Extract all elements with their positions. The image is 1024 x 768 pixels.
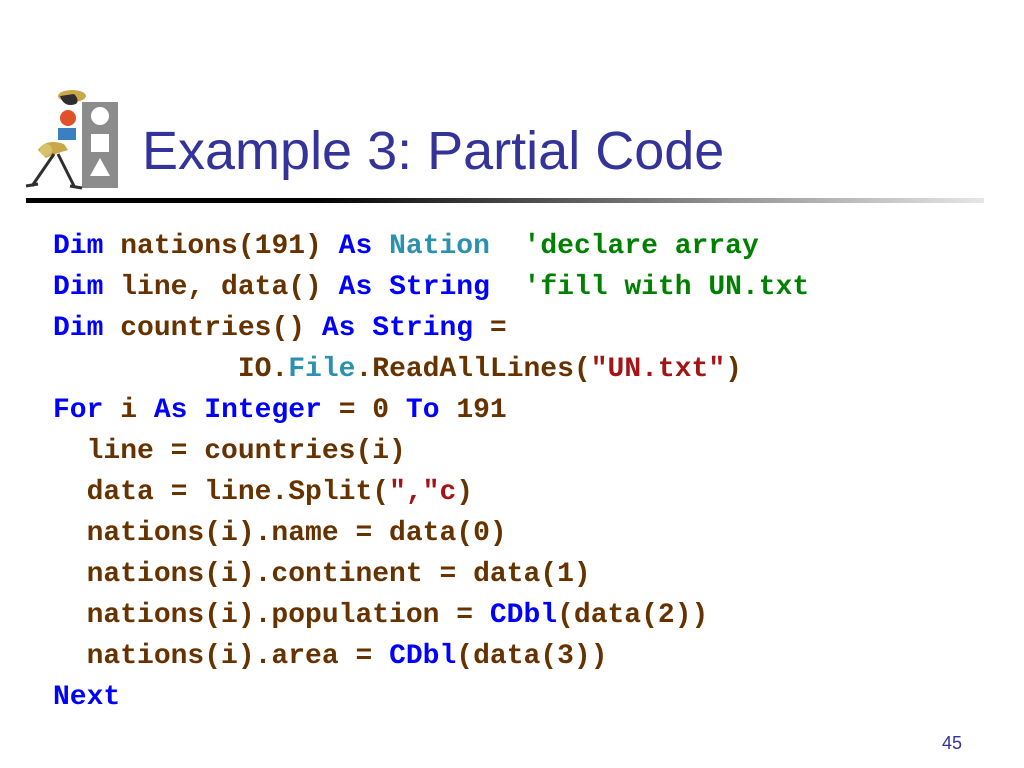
code-token xyxy=(187,395,204,426)
code-line: nations(i).name = data(0) xyxy=(53,513,809,554)
code-line: data = line.Split(","c) xyxy=(53,472,809,513)
clipart-figure-with-shapes-icon xyxy=(25,90,118,190)
code-token: File xyxy=(288,354,356,385)
code-line: Dim line, data() As String 'fill with UN… xyxy=(53,267,809,308)
code-line: nations(i).population = CDbl(data(2)) xyxy=(53,595,809,636)
code-token: 'declare array xyxy=(523,231,759,262)
code-token: As xyxy=(153,395,188,426)
code-token: line, data() xyxy=(103,272,339,303)
code-token: For xyxy=(53,395,104,426)
code-line: line = countries(i) xyxy=(53,431,809,472)
code-token: .ReadAllLines( xyxy=(355,354,591,385)
code-line: nations(i).continent = data(1) xyxy=(53,554,809,595)
code-token: ) xyxy=(456,477,474,508)
code-token: (data(3)) xyxy=(456,641,608,672)
code-token: Nation xyxy=(389,231,490,262)
code-token: nations(i).area = xyxy=(53,641,390,672)
title-divider xyxy=(26,198,984,203)
code-line: nations(i).area = CDbl(data(3)) xyxy=(53,636,809,677)
code-token: String xyxy=(389,272,490,303)
code-token xyxy=(355,313,372,344)
code-token: As xyxy=(321,313,356,344)
code-token xyxy=(372,231,389,262)
code-token: IO. xyxy=(53,354,289,385)
code-line: For i As Integer = 0 To 191 xyxy=(53,390,809,431)
code-token xyxy=(490,231,524,262)
code-token: ","c xyxy=(389,477,457,508)
code-token: (data(2)) xyxy=(557,600,709,631)
code-line: Next xyxy=(53,677,809,718)
code-token: Dim xyxy=(53,313,104,344)
code-line: Dim nations(191) As Nation 'declare arra… xyxy=(53,226,809,267)
code-line: IO.File.ReadAllLines("UN.txt") xyxy=(53,349,809,390)
code-token: nations(i).continent = data(1) xyxy=(53,559,591,590)
code-token: 'fill with UN.txt xyxy=(523,272,810,303)
code-token: ) xyxy=(725,354,742,385)
page-number: 45 xyxy=(941,733,962,753)
code-token: nations(i).name = data(0) xyxy=(53,518,507,549)
code-token: nations(191) xyxy=(103,231,339,262)
code-token: Next xyxy=(53,682,121,713)
code-token: countries() xyxy=(103,313,322,344)
code-token: nations(i).population = xyxy=(53,600,490,631)
code-token: line = countries(i) xyxy=(53,436,406,467)
code-token: "UN.txt" xyxy=(590,354,726,385)
code-token: As xyxy=(338,231,373,262)
code-token: = 0 xyxy=(321,395,406,426)
code-token: As xyxy=(338,272,373,303)
slide-title: Example 3: Partial Code xyxy=(142,121,725,181)
code-token: Dim xyxy=(53,231,104,262)
code-token: String xyxy=(372,313,474,344)
code-token: = xyxy=(473,313,507,344)
code-token: CDbl xyxy=(389,641,457,672)
code-token: Integer xyxy=(204,395,322,426)
code-line: Dim countries() As String = xyxy=(53,308,809,349)
code-token: Dim xyxy=(53,272,104,303)
code-token: i xyxy=(103,395,154,426)
code-token xyxy=(372,272,389,303)
code-block: Dim nations(191) As Nation 'declare arra… xyxy=(53,226,809,718)
code-token: data = line.Split( xyxy=(53,477,390,508)
code-token: 191 xyxy=(439,395,507,426)
code-token: To xyxy=(405,395,440,426)
code-token: CDbl xyxy=(489,600,558,631)
code-token xyxy=(490,272,524,303)
